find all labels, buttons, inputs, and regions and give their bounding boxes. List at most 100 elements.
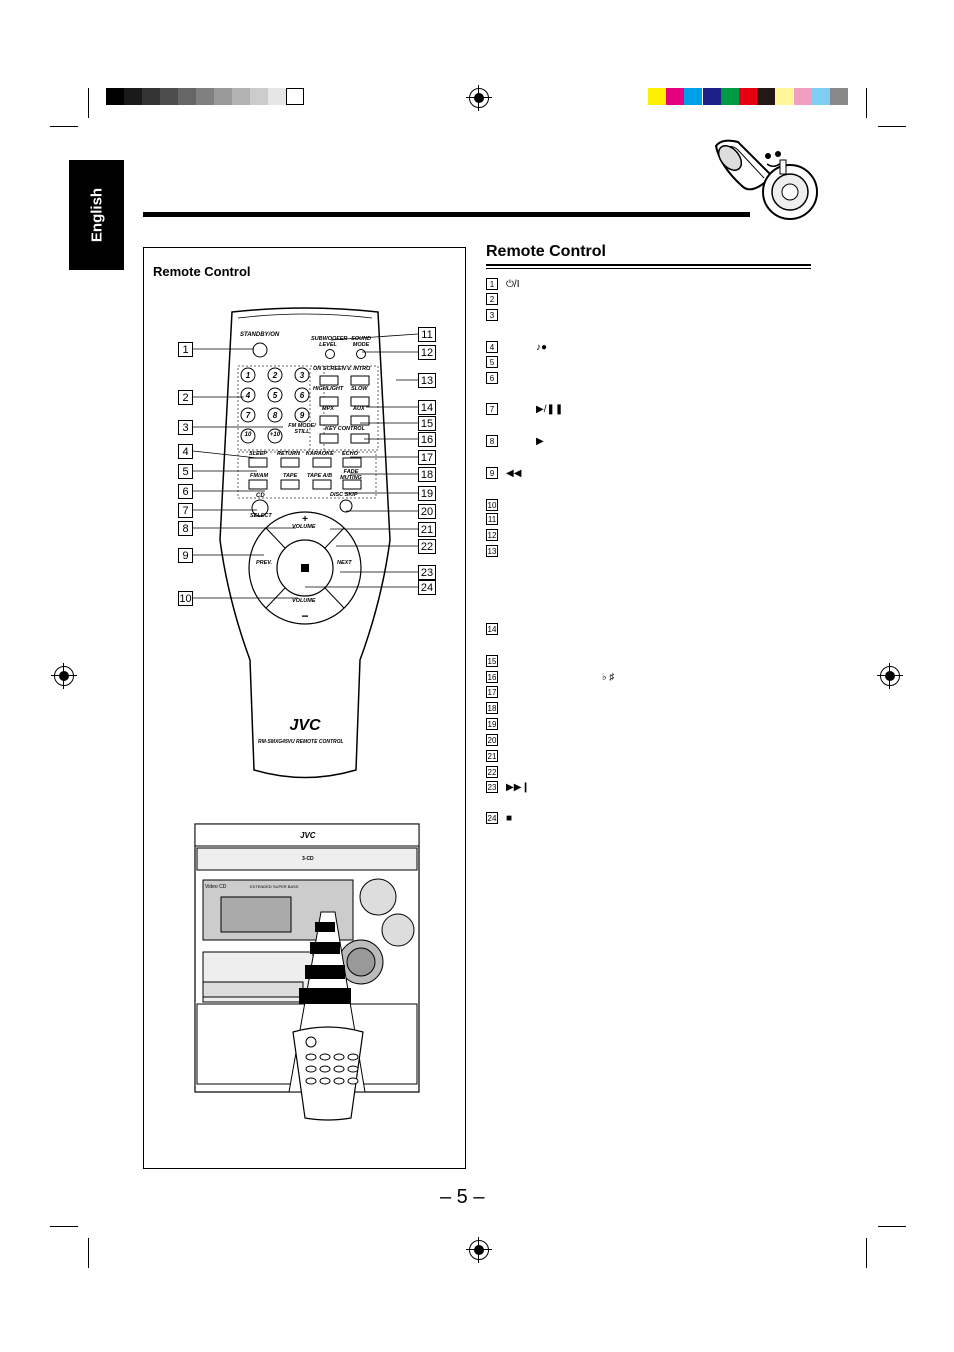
legend-item: 15 <box>486 655 506 667</box>
legend-item: 23▶▶❙ <box>486 781 530 793</box>
gray-swatch <box>142 88 160 105</box>
digit-button <box>294 387 310 403</box>
panel-title: Remote Control <box>153 264 251 279</box>
section-title: Remote Control <box>486 243 606 260</box>
callout-24: 24 <box>418 580 436 595</box>
callout-19: 19 <box>418 486 436 501</box>
callout-7: 7 <box>178 503 193 518</box>
crop-mark <box>866 1238 867 1268</box>
legend-number: 7 <box>486 403 498 415</box>
legend-number: 23 <box>486 781 498 793</box>
language-tab: English <box>69 160 124 270</box>
page-number: – 5 – <box>440 1186 485 1208</box>
digit-label: 1 <box>245 371 251 380</box>
gray-swatch <box>106 88 124 105</box>
digit-button <box>240 387 256 403</box>
digit-button <box>267 367 283 383</box>
sound-mode-label: SOUND MODE <box>351 336 371 348</box>
mpx-label: MPX <box>322 406 334 412</box>
gray-swatch <box>250 88 268 105</box>
registration-mark-icon <box>51 663 77 689</box>
callout-22: 22 <box>418 539 436 554</box>
digit-label: 4 <box>245 391 251 400</box>
digit-button <box>240 367 256 383</box>
header-rule <box>143 212 750 217</box>
title-rule <box>486 268 811 269</box>
color-swatch <box>811 88 830 105</box>
legend-item: 24■ <box>486 812 512 824</box>
color-swatch <box>720 88 739 105</box>
legend-number: 14 <box>486 623 498 635</box>
digit-button <box>294 407 310 423</box>
color-swatch <box>702 88 721 105</box>
registration-mark-icon <box>877 663 903 689</box>
svg-text:−: − <box>301 609 308 623</box>
aux-label: AUX <box>353 406 365 412</box>
callout-20: 20 <box>418 504 436 519</box>
tape-ab-label: TAPE A/B <box>307 473 333 479</box>
legend-number: 6 <box>486 372 498 384</box>
callout-16: 16 <box>418 432 436 447</box>
model-label: RM-SMXG45VU REMOTE CONTROL <box>258 739 344 745</box>
fm-mode-label: FM MODE/ STILL <box>288 423 316 435</box>
sleep-label: SLEEP <box>249 451 268 457</box>
legend-symbol: ■ <box>506 812 513 824</box>
next-label: NEXT <box>337 560 352 566</box>
legend-item: 8▶ <box>486 435 544 447</box>
callout-2: 2 <box>178 390 193 405</box>
echo-label: ECHO <box>342 451 358 457</box>
legend-number: 1 <box>486 278 498 290</box>
legend-item: 7▶/❚❚ <box>486 403 563 415</box>
legend-item: 20 <box>486 734 506 746</box>
legend-item: 3 <box>486 309 506 321</box>
legend-item: 5 <box>486 356 506 368</box>
callout-3: 3 <box>178 420 193 435</box>
color-swatch <box>666 88 685 105</box>
return-label: RETURN <box>277 451 300 457</box>
unit-badge: Video CD <box>205 884 227 890</box>
subwoofer-label: SUBWOOFER LEVEL <box>311 336 348 348</box>
volume-up-label: VOLUME <box>292 524 316 530</box>
legend-item: 2 <box>486 293 506 305</box>
legend-number: 17 <box>486 686 498 698</box>
select-label: SELECT <box>250 513 272 519</box>
legend-item: 11 <box>486 513 506 525</box>
slow-label: SLOW <box>351 386 368 392</box>
callout-9: 9 <box>178 548 193 563</box>
registration-mark-icon <box>466 85 492 111</box>
callout-leader-lines <box>192 333 419 599</box>
callout-6: 6 <box>178 484 193 499</box>
digit-label: 3 <box>299 371 305 380</box>
volume-down-label: VOLUME <box>292 598 316 604</box>
registration-mark-icon <box>466 1237 492 1263</box>
horn-mascot-icon <box>714 139 818 220</box>
digit-button <box>240 407 256 423</box>
crop-mark <box>878 126 906 127</box>
callout-15: 15 <box>418 416 436 431</box>
legend-item: 21 <box>486 750 506 762</box>
legend-item: 4♪● <box>486 341 547 353</box>
gray-swatch <box>232 88 250 105</box>
crop-mark <box>866 88 867 118</box>
fade-muting-label: FADE MUTING <box>340 469 362 481</box>
callout-12: 12 <box>418 345 436 360</box>
digit-button <box>267 387 283 403</box>
legend-item: 17 <box>486 686 506 698</box>
crop-mark <box>50 1226 78 1227</box>
unit-brand: JVC <box>300 831 316 840</box>
callout-4: 4 <box>178 444 193 459</box>
legend-symbol: ♭ ♯ <box>602 671 615 683</box>
legend-number: 18 <box>486 702 498 714</box>
legend-item: 10 <box>486 499 506 511</box>
highlight-label: HIGHLIGHT <box>313 386 344 392</box>
gray-swatch <box>214 88 232 105</box>
legend-item: 18 <box>486 702 506 714</box>
gray-swatch <box>160 88 178 105</box>
gray-swatch <box>196 88 214 105</box>
digit-button <box>240 428 256 444</box>
legend-item: 12 <box>486 529 506 541</box>
legend-number: 9 <box>486 467 498 479</box>
callout-1: 1 <box>178 342 193 357</box>
remote-brand: JVC <box>289 717 321 734</box>
standby-label: STANDBY/ON <box>240 332 280 338</box>
